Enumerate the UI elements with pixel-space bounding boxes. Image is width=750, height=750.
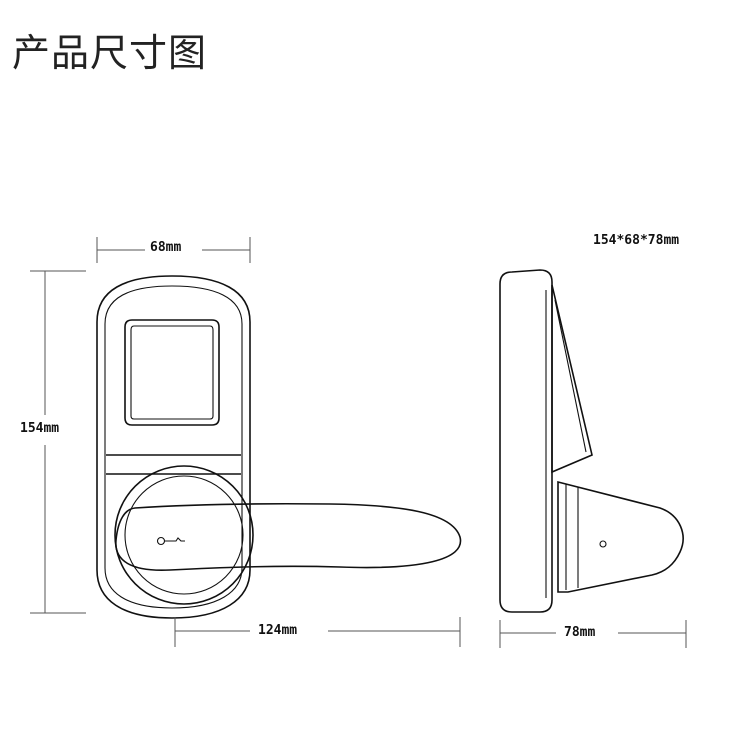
- side-wedge-inner: [554, 299, 587, 453]
- dimension-depth-label: 78mm: [564, 625, 596, 641]
- dimension-width-label: 68mm: [150, 240, 182, 256]
- rosette-inner: [124, 475, 244, 595]
- dimension-width-lines: [96, 237, 251, 263]
- side-body: [499, 269, 553, 613]
- dimension-length-label: 124mm: [258, 623, 298, 639]
- front-body-outer: [96, 275, 251, 619]
- dimension-height-label: 154mm: [20, 421, 60, 437]
- key-icon: [156, 536, 185, 546]
- side-view: [499, 269, 684, 613]
- dimension-depth-lines: [499, 620, 687, 648]
- side-wedge: [551, 284, 593, 474]
- screen-window: [124, 319, 220, 426]
- dimension-length-lines: [174, 617, 461, 647]
- screen-window-inner: [130, 325, 214, 420]
- side-handle-profile: [557, 480, 684, 593]
- page-title: 产品尺寸图: [12, 31, 208, 75]
- handle-lever: [115, 502, 462, 571]
- rosette-outer: [114, 465, 254, 605]
- front-view: [96, 275, 462, 619]
- side-screw: [599, 540, 607, 548]
- overall-size-label: 154*68*78mm: [593, 233, 680, 248]
- dimension-height-lines: [30, 270, 86, 614]
